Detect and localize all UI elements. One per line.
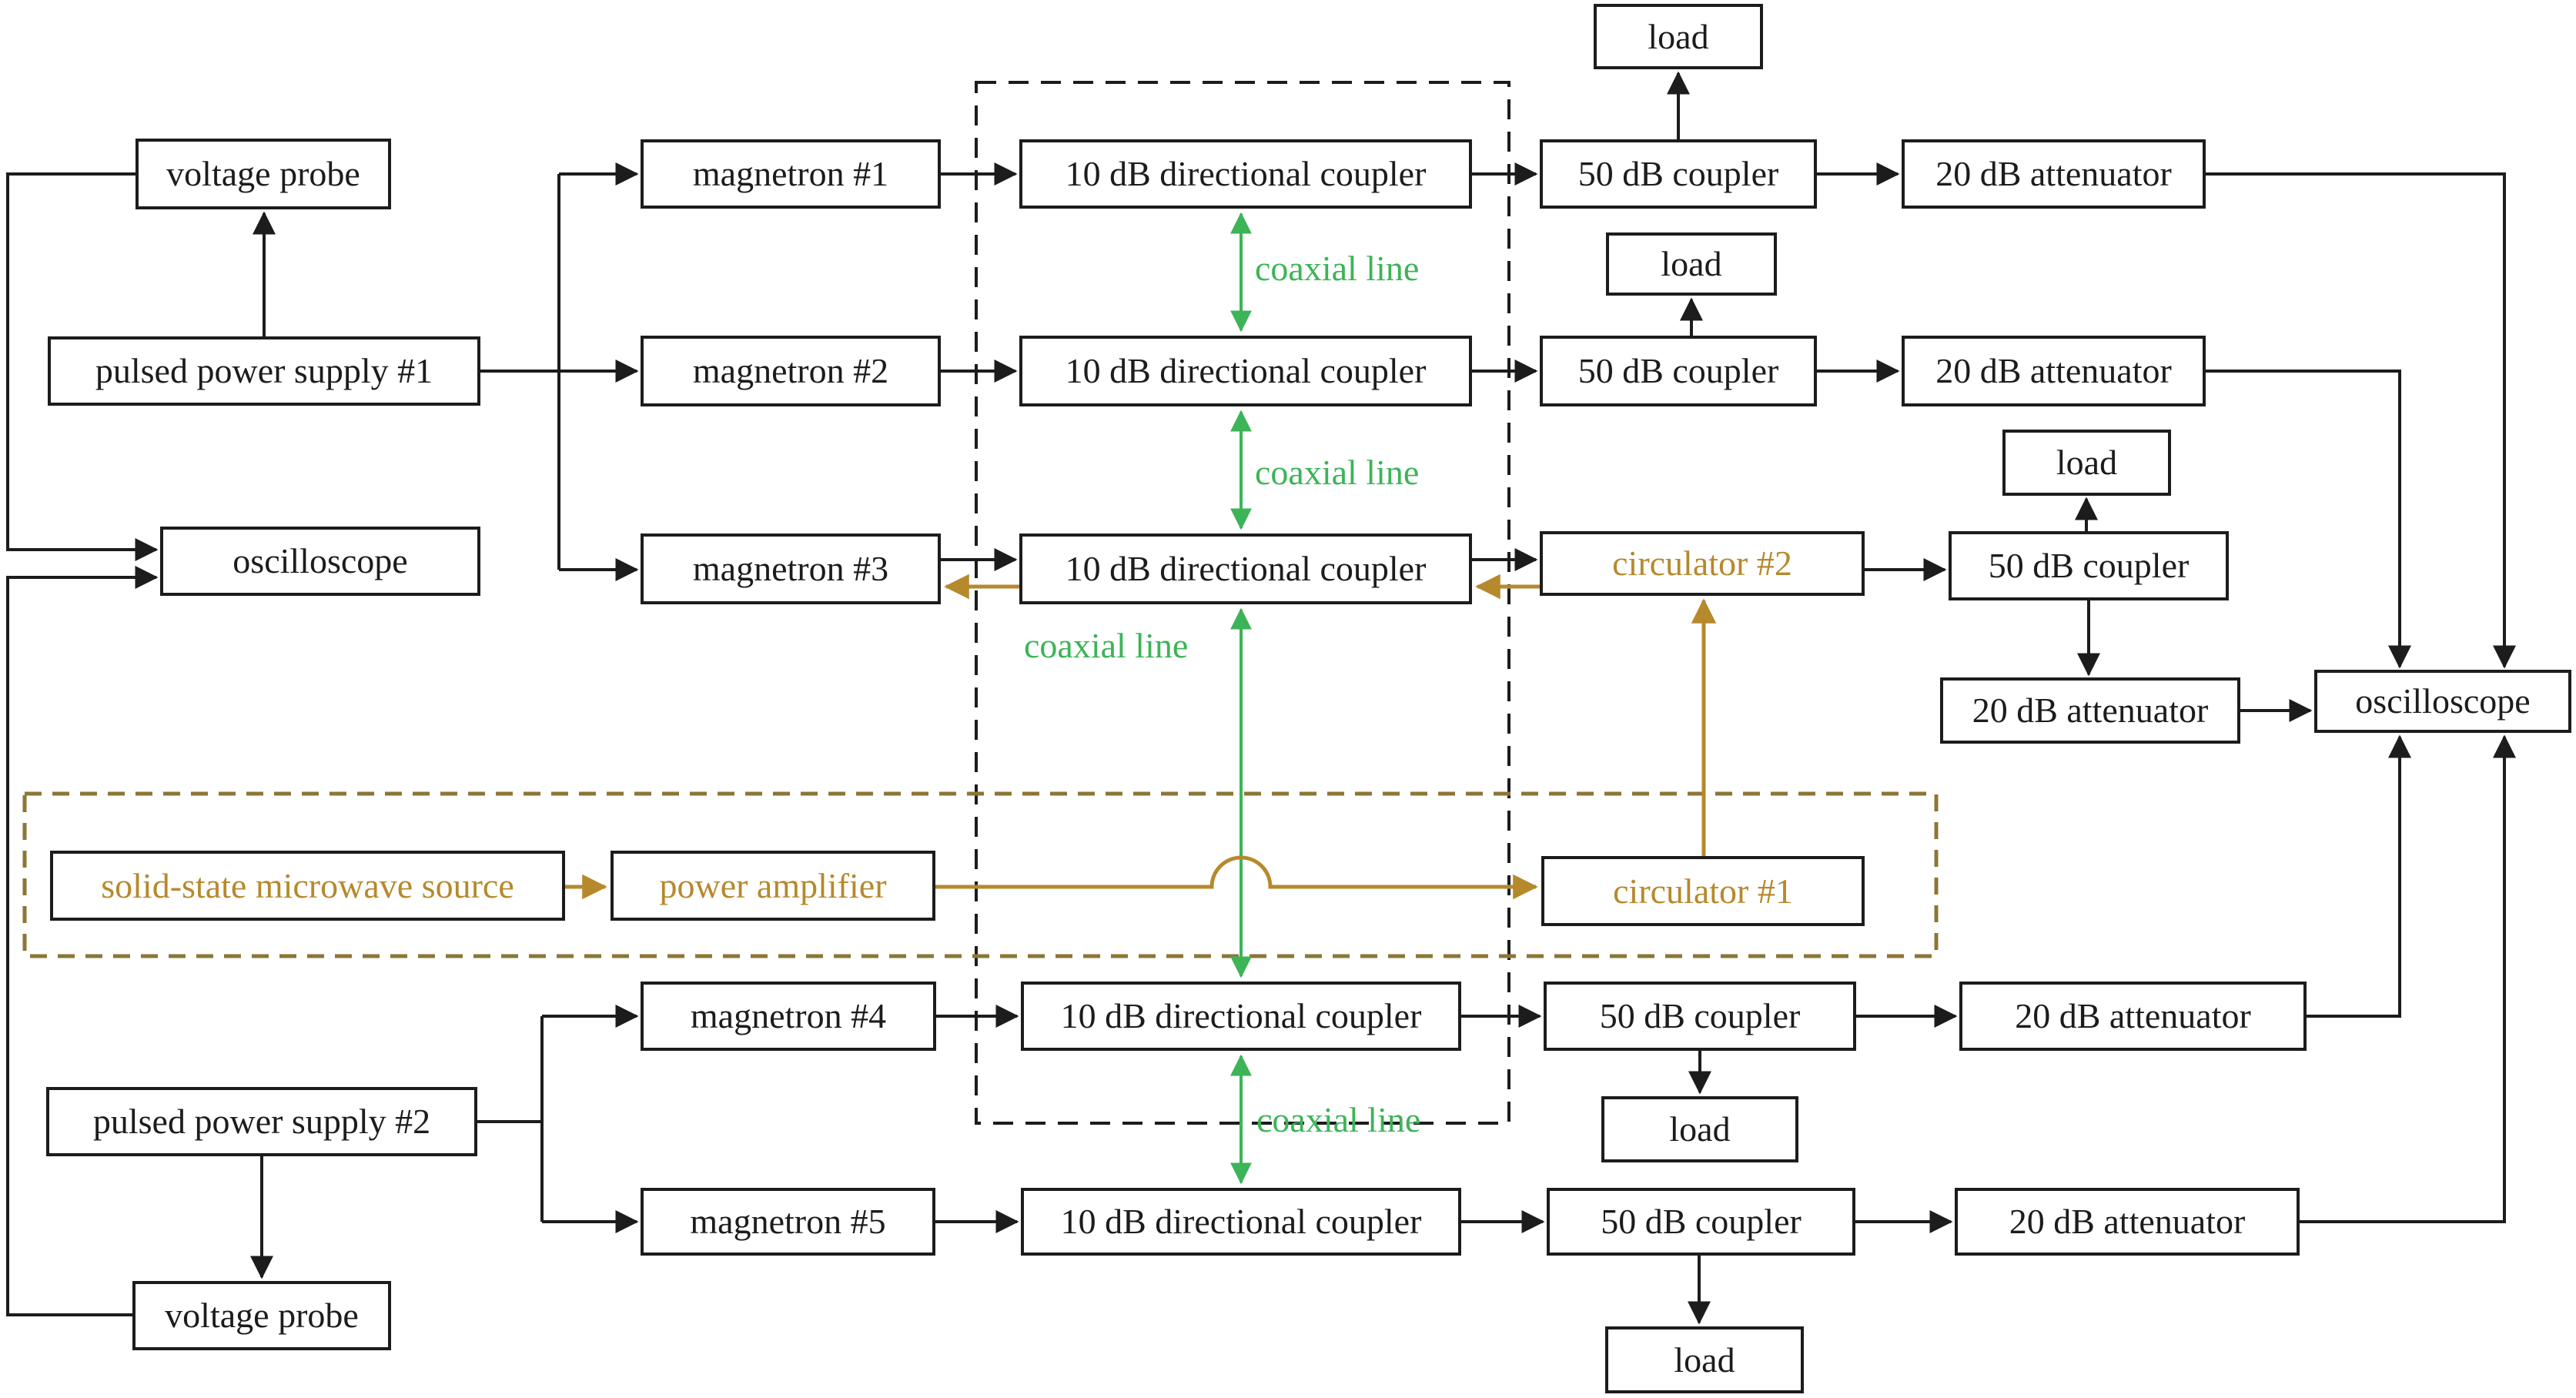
coaxial-line-label-4: coaxial line — [1256, 1100, 1421, 1139]
box-load-5: load — [1605, 1326, 1804, 1393]
box-voltage-probe-1: voltage probe — [135, 139, 391, 209]
box-oscilloscope-right: oscilloscope — [2314, 670, 2571, 733]
box-circulator-2: circulator #2 — [1540, 531, 1865, 596]
coaxial-line-label-2: coaxial line — [1255, 453, 1420, 492]
box-50db-coupler-2: 50 dB coupler — [1540, 336, 1817, 406]
box-directional-coupler-1: 10 dB directional coupler — [1019, 139, 1472, 209]
box-oscilloscope-left: oscilloscope — [160, 527, 480, 596]
box-20db-attenuator-1: 20 dB attenuator — [1902, 139, 2206, 209]
coaxial-line-label-3: coaxial line — [1024, 626, 1189, 665]
box-20db-attenuator-2: 20 dB attenuator — [1902, 336, 2206, 406]
box-circulator-1: circulator #1 — [1541, 856, 1865, 926]
box-pulsed-power-supply-1: pulsed power supply #1 — [48, 336, 480, 406]
box-50db-coupler-1: 50 dB coupler — [1540, 139, 1817, 209]
box-power-amplifier: power amplifier — [611, 851, 935, 921]
box-magnetron-4: magnetron #4 — [641, 982, 936, 1051]
box-load-1: load — [1594, 4, 1763, 69]
solid-state-source-dashed-outline — [22, 791, 1939, 958]
box-pulsed-power-supply-2: pulsed power supply #2 — [46, 1087, 477, 1156]
box-50db-coupler-5: 50 dB coupler — [1547, 1188, 1855, 1256]
box-magnetron-2: magnetron #2 — [641, 336, 941, 406]
coaxial-line-label-1: coaxial line — [1255, 249, 1420, 288]
box-load-4: load — [1601, 1096, 1798, 1162]
box-20db-attenuator-5: 20 dB attenuator — [1955, 1188, 2300, 1256]
box-directional-coupler-2: 10 dB directional coupler — [1019, 336, 1472, 406]
box-load-3: load — [2002, 430, 2171, 496]
box-50db-coupler-3: 50 dB coupler — [1949, 531, 2229, 600]
box-20db-attenuator-3: 20 dB attenuator — [1940, 677, 2240, 744]
box-magnetron-1: magnetron #1 — [641, 139, 941, 209]
coupler-array-dashed-outline — [975, 81, 1510, 1125]
box-magnetron-5: magnetron #5 — [641, 1188, 935, 1256]
box-50db-coupler-4: 50 dB coupler — [1544, 982, 1856, 1051]
box-20db-attenuator-4: 20 dB attenuator — [1959, 982, 2307, 1051]
box-solid-state-microwave-source: solid-state microwave source — [50, 851, 565, 921]
box-magnetron-3: magnetron #3 — [641, 533, 941, 604]
black-connectors — [6, 71, 2516, 1325]
box-directional-coupler-5: 10 dB directional coupler — [1021, 1188, 1461, 1256]
box-directional-coupler-3: 10 dB directional coupler — [1019, 533, 1472, 604]
box-directional-coupler-4: 10 dB directional coupler — [1021, 982, 1461, 1051]
injection-path-gold — [565, 574, 1717, 900]
box-voltage-probe-2: voltage probe — [132, 1281, 391, 1350]
box-load-2: load — [1606, 232, 1777, 296]
